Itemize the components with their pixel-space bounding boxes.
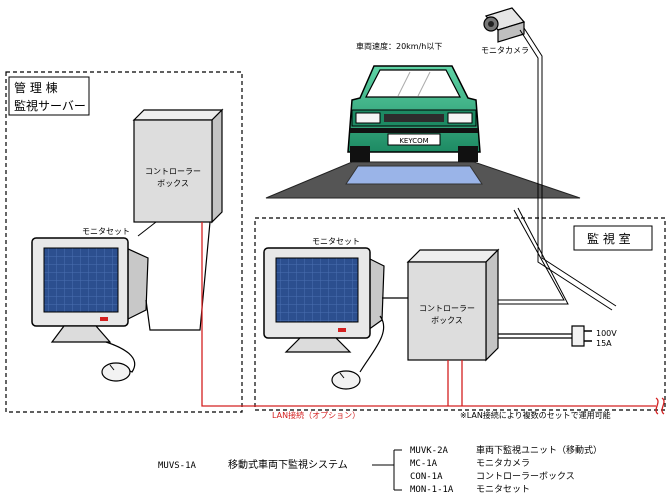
component-code: MC-1A [410, 459, 438, 469]
component-code: MUVK-2A [410, 446, 449, 456]
system-name: 移動式車両下監視システム [228, 458, 348, 471]
system-info: MUVS-1A 移動式車両下監視システム MUVK-2A 車両下監視ユニット（移… [158, 444, 602, 495]
component-name: モニタカメラ [476, 458, 530, 469]
admin-controller-line1: コントローラー [145, 167, 201, 176]
power-plug: 100V 15A [498, 325, 617, 348]
lan-cable [201, 222, 665, 415]
component-code: CON-1A [410, 472, 443, 482]
room-monitor-set: モニタセット [263, 237, 385, 390]
room-controller-line1: コントローラー [419, 304, 475, 313]
room-monitor-label: モニタセット [312, 237, 360, 246]
admin-controller-box: コントローラー ボックス [132, 108, 224, 224]
component-name: モニタセット [476, 484, 530, 495]
ramp-cable [496, 207, 569, 305]
vehicle: 車両速度：20km/h以下 KEYCOM [347, 41, 481, 162]
lan-label: LAN接続（オプション） [272, 410, 360, 420]
power-line2: 15A [596, 339, 612, 348]
admin-label-line1: 管 理 棟 [14, 80, 58, 95]
component-name: 車両下監視ユニット（移動式） [476, 444, 602, 456]
admin-label-line2: 監視サーバー [14, 98, 86, 113]
camera-label: モニタカメラ [481, 46, 529, 55]
admin-controller-line2: ボックス [157, 179, 189, 188]
speed-note: 車両速度：20km/h以下 [356, 41, 442, 51]
admin-monitor-set: モニタセット [31, 221, 157, 382]
room-label: 監 視 室 [587, 231, 631, 246]
camera-cable [519, 27, 617, 311]
admin-monitor-cable [145, 221, 211, 331]
room-controller-box: コントローラー ボックス [406, 248, 500, 362]
license-plate: KEYCOM [399, 137, 428, 145]
component-code: MON-1-1A [410, 485, 454, 495]
inspection-ramp [265, 161, 581, 199]
monitoring-room-area: 監 視 室 [254, 217, 666, 411]
lan-note: ※LAN接続により複数のセットで運用可能 [460, 410, 611, 420]
monitor-camera: モニタカメラ [481, 7, 529, 55]
system-model: MUVS-1A [158, 461, 197, 471]
room-controller-line2: ボックス [431, 316, 463, 325]
power-line1: 100V [596, 329, 617, 338]
component-name: コントローラーボックス [476, 471, 575, 482]
admin-monitor-label: モニタセット [82, 227, 130, 236]
admin-building-area: 管 理 棟 監視サーバー [5, 71, 243, 413]
